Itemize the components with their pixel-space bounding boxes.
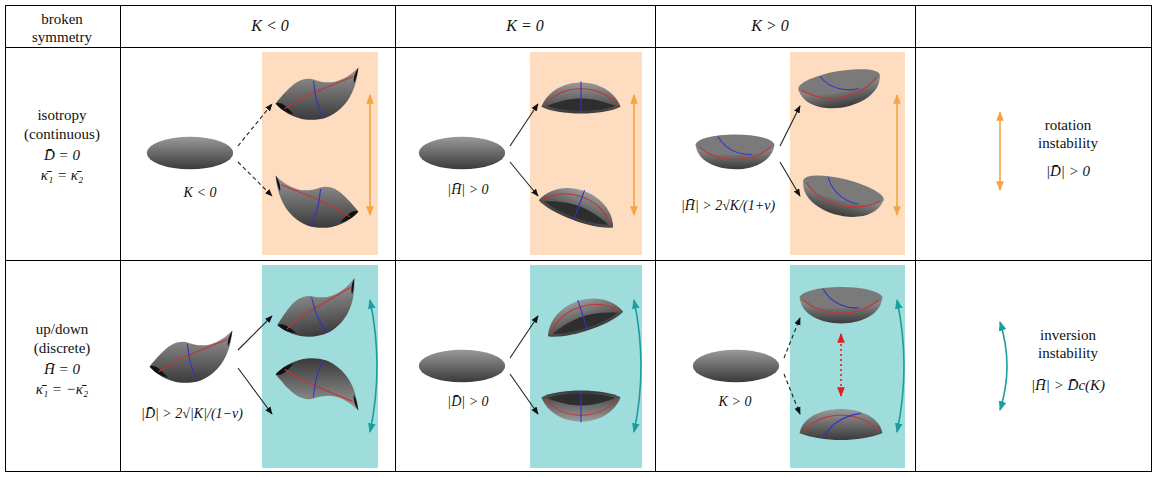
- column-header: K < 0: [251, 16, 288, 35]
- column-header: K = 0: [506, 16, 543, 35]
- column-header: K > 0: [751, 16, 788, 35]
- condition-label: K < 0: [184, 185, 217, 202]
- row-label: κ̄₁ = −κ̄₂: [36, 380, 89, 398]
- row-label: κ̄₁ = κ̄₂: [41, 166, 83, 184]
- result-panels: [262, 52, 905, 468]
- condition-label: |H̄| > 2√K/(1+ν): [681, 198, 775, 215]
- updown-row-shapes: [150, 278, 883, 440]
- instability-label: inversion instability: [1022, 326, 1114, 362]
- row-label: H̄ = 0: [44, 360, 80, 378]
- isotropy-row-shapes: [147, 64, 886, 234]
- row-label: up/down: [36, 320, 89, 338]
- row-label: (continuous): [24, 125, 100, 143]
- row-label: D̄ = 0: [44, 146, 80, 164]
- condition-label: |D̄| > 0: [447, 394, 488, 411]
- condition-label: |H̄| > D̄c(K): [1031, 376, 1105, 394]
- transition-arrows: [238, 104, 800, 414]
- column-header: broken symmetry: [17, 10, 107, 46]
- symmetry-arrows: [370, 95, 1007, 432]
- table-grid: [5, 5, 1152, 472]
- condition-label: |H̄| > 0: [447, 182, 488, 199]
- instability-label: rotation instability: [1022, 116, 1114, 152]
- condition-label: |D̄| > 0: [1046, 162, 1090, 180]
- row-label: isotropy: [37, 106, 86, 124]
- condition-label: |D̄| > 2√|K|/(1−ν): [141, 406, 243, 423]
- condition-label: K > 0: [719, 394, 752, 411]
- row-label: (discrete): [34, 339, 91, 357]
